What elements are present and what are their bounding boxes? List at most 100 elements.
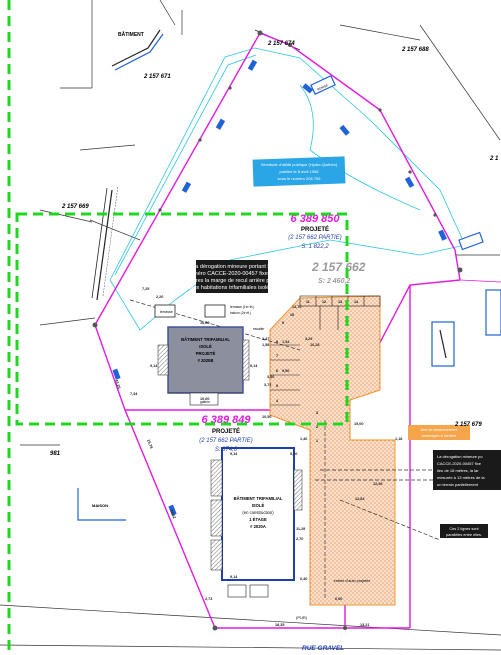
pur-label: (PUR) [296,615,308,620]
parallel-note-line2: parallèles entre elles. [446,533,482,537]
lot-a-label: 6 389 850 PROJETÉ (2 157 662 PARTIE) S: … [288,213,341,250]
dim-label: 6,40 [300,577,307,581]
derog-top-line3: mètres la marge de recul arrière pour [187,278,278,284]
dim-label: 16,28 [310,343,320,347]
parking-number: 1 [316,439,318,443]
batiment-label: BÂTIMENT [118,31,144,38]
lot-2-right: 2 1 [489,156,499,162]
parking-number: 4 [276,399,278,403]
galerie-label: galerie [200,400,210,404]
parking-number: 11 [306,300,310,304]
balcon-label: balcon (2e ét.) [230,311,251,315]
dim-label: 15,00 [354,422,364,426]
building-2: BÂTIMENT TRIFAMILIAL ISOLÉ (en construct… [210,447,303,598]
parallel-note-line1: Ces 2 lignes sont [449,527,479,531]
parking-note-line2: aménagée à l'arrière [422,434,457,438]
derog-right-line4: mesurée à 13 mètres de la [437,475,485,480]
lot-2157662: 2 157 662 [311,260,366,274]
parking-number: 7 [276,354,278,358]
dim-label: 9,50 [282,369,289,373]
dim-label: 10,60 [200,321,210,325]
dim-label: 13,21 [360,623,370,627]
rue-label: RUE GRAVEL [302,645,344,652]
derogation-note-top: La dérogation mineure portant le numéro … [187,260,278,293]
lot-a-number: 6 389 850 [291,213,341,225]
remise-building: REMISE [310,75,484,251]
dim-label: 2,73 [205,597,212,601]
lot-b-line2: (2 157 662 PARTIE) [199,438,252,444]
parking-number: 6 [276,369,278,373]
parking-number: 3 [316,411,318,415]
lot-b-area: S: 874,0 [215,447,238,453]
dim-label: 1,34 [282,340,290,344]
derog-top-line1: La dérogation mineure portant le [192,264,272,270]
dim-label: 11,29 [296,527,305,531]
entree-label: entrée d'auto projetée [334,579,371,583]
boundary-tags [112,59,447,516]
lot-981: 981 [50,451,61,457]
left-neighbor-building [91,185,119,301]
dim-label: 1,58 [262,343,269,347]
building-1: BÂTIMENT TRIFAMILIAL ISOLÉ PROJETÉ # 202… [154,304,265,406]
easement-area [109,47,466,331]
dim-label: 10,60 [200,397,210,401]
terrasse-upper-label: terrasse (1er ét.) [230,305,254,309]
terrasse-label: terrasse [160,310,173,314]
building2-line4: 1 ÉTAGE [249,517,267,522]
building1-line2: ISOLÉ [199,344,212,349]
lot-a-line2: (2 157 662 PARTIE) [288,235,341,241]
easement-note-line1: Servitude d'utilité publique (Hydro-Québ… [261,162,338,167]
derog-top-line4: deux habitations trifamiliales isolées. [187,285,277,291]
dim-label: 10,50 [262,415,272,419]
dim-label: 5,00 [290,452,297,456]
highlight-outlines [7,0,349,655]
parking-number: 12 [322,300,326,304]
parking-area [269,295,396,606]
dim-label: 3,50 [267,375,274,379]
setback-lines [129,299,480,600]
dim-label: 2,70 [296,537,303,541]
dim-label: 7,25 [142,287,149,291]
parking-number: 10 [290,313,294,317]
parking-number: 9 [282,321,284,325]
building2-line3: (en construction) [242,510,274,515]
building1-line1: BÂTIMENT TRIFAMILIAL [181,337,230,342]
dim-label: 9,14 [250,364,258,368]
dim-label: 9,14 [150,364,158,368]
lot-2157674: 2 157 674 [267,41,295,47]
lot-numbers: 2 157 674 2 157 688 2 157 671 2 157 669 … [50,41,499,457]
derog-right-line5: un terrain partiellement [437,482,479,487]
maison-label: MAISON [92,503,108,508]
dim-label: 2,47 [262,337,269,341]
dim-label: 9,14 [230,575,238,579]
easement-note: Servitude d'utilité publique (Hydro-Québ… [252,156,346,187]
derog-top-line2: numéro CACCE-2020-00457 fixe à 7 [187,271,277,277]
survey-markers [92,30,463,631]
parking-number: 8 [276,340,278,344]
dim-label: 7,34 [130,392,138,396]
dim-label: 43,26 [114,379,121,389]
maison-building: MAISON [77,488,126,521]
dim-label: 12,84 [355,497,365,501]
building1-line4: # 2020B [198,358,214,363]
dim-label: 2,20 [156,295,163,299]
parking-numbers: 11 12 13 14 10 9 8 7 6 5 4 3 2 1 [276,300,358,443]
building1-line3: PROJETÉ [196,351,216,356]
parking-number: 14 [354,300,358,304]
dim-label: 1,40 [300,437,307,441]
dim-label: 3,73 [264,383,271,387]
remise-label: REMISE [317,83,329,91]
dim-label: 13,70 [292,305,302,309]
lot-b-line1: PROJETÉ [212,427,240,435]
parking-note: Aire de stationnement aménagée à l'arriè… [408,425,470,440]
lot-a-area: S: 1 822,2 [301,244,329,250]
dim-label: 6,00 [335,597,342,601]
dim-label: 1,18 [395,437,402,441]
parking-number: 13 [338,300,342,304]
right-neighbor-buildings [431,289,501,367]
lot-2157671: 2 157 671 [143,74,171,80]
lot-2157688: 2 157 688 [401,47,429,53]
neighbor-building: BÂTIMENT [111,29,164,71]
